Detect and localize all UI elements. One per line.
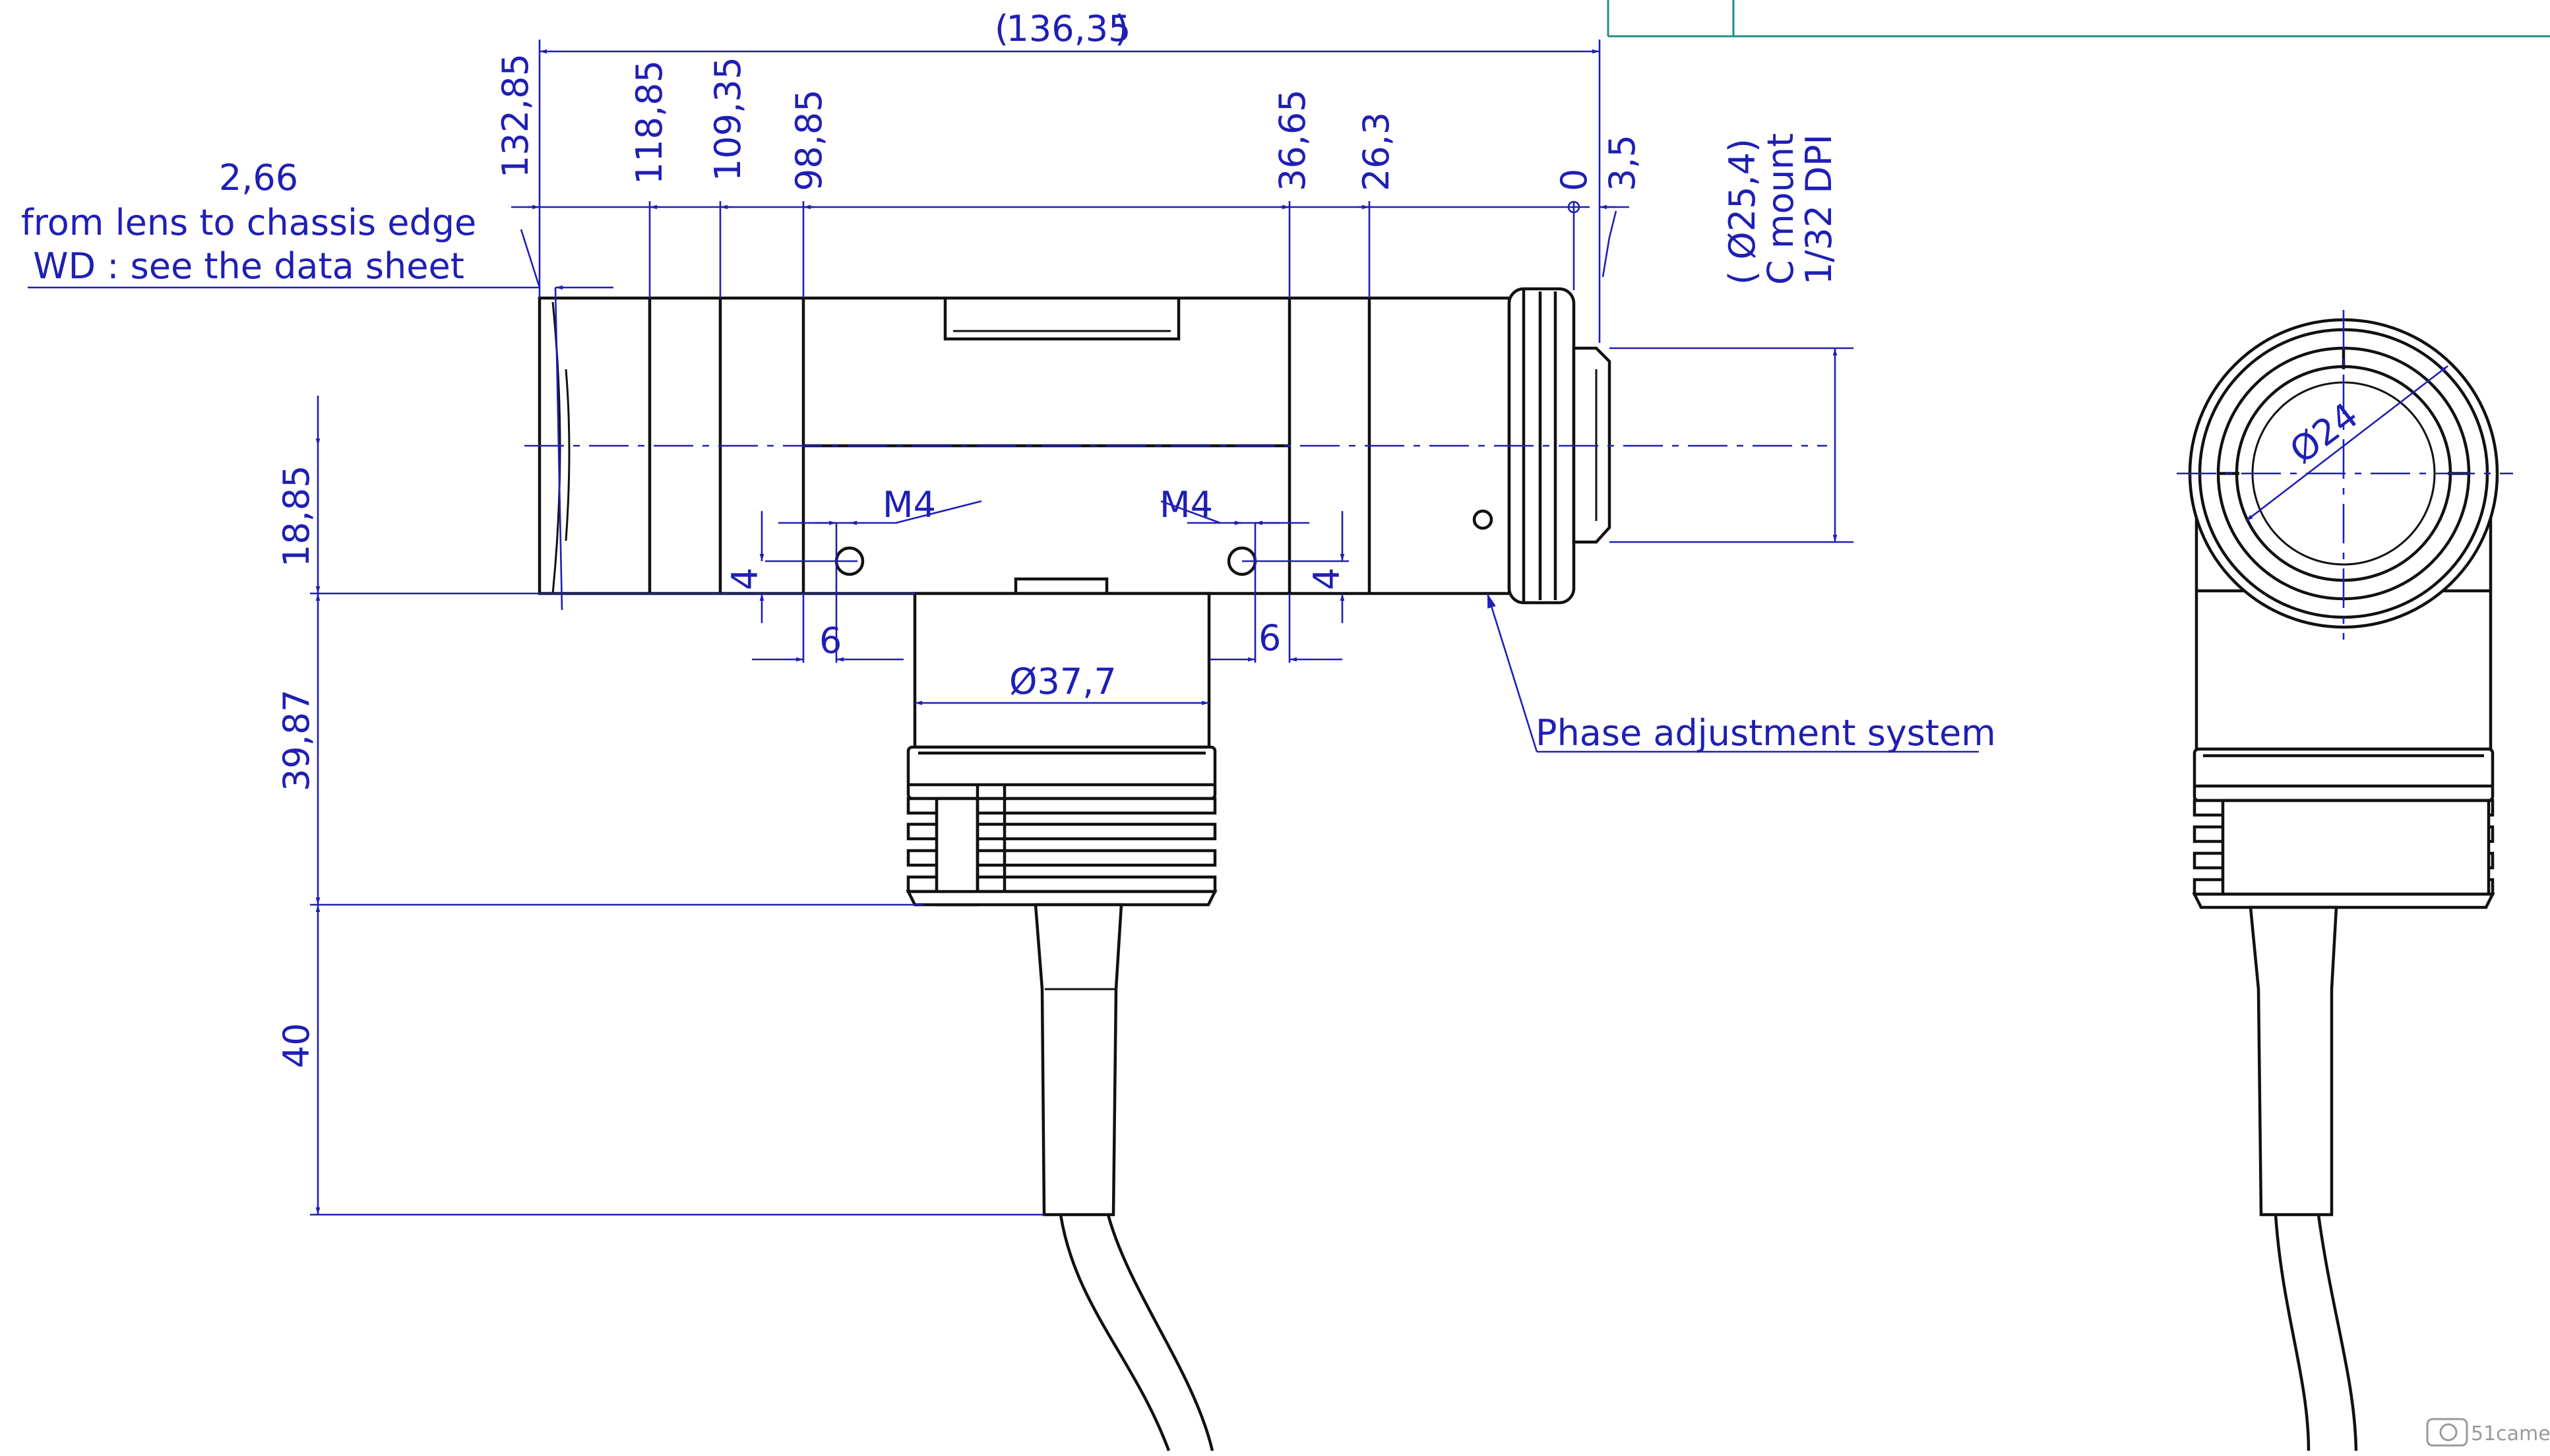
dim-26-3: 26,3 xyxy=(1355,112,1397,191)
note-mount-diameter: ( Ø25,4) xyxy=(1722,138,1763,285)
dim-thread-right: M4 xyxy=(1160,484,1213,526)
note-mount-type: C mount xyxy=(1760,133,1801,285)
dim-hole-offset-4-right: 4 xyxy=(1306,568,1348,590)
watermark-brand: 51camera xyxy=(2471,1422,2550,1445)
title-block-fragment xyxy=(1607,0,2550,38)
dimension-geometry xyxy=(28,40,2448,1216)
dim-98-85: 98,85 xyxy=(788,89,830,191)
dim-hole-offset-6-right: 6 xyxy=(1259,617,1281,659)
dimension-labels: 136,35 ( ) 132,85 118,85 109,35 98,85 36… xyxy=(276,8,2366,1068)
dim-thread-left: M4 xyxy=(883,484,936,526)
notes: 2,66 from lens to chassis edge WD : see … xyxy=(21,133,1996,754)
dim-height-40: 40 xyxy=(276,1023,317,1068)
dim-3-5: 3,5 xyxy=(1602,135,1643,191)
camera-side-view xyxy=(538,287,1611,1451)
dim-overall-length: 136,35 xyxy=(1007,8,1131,49)
dim-0: 0 xyxy=(1553,169,1595,191)
note-lens-offset-line1: from lens to chassis edge xyxy=(21,202,477,243)
dim-diameter-37-7: Ø37,7 xyxy=(1009,661,1117,702)
note-phase-adjustment: Phase adjustment system xyxy=(1536,712,1996,754)
dim-hole-offset-4-left: 4 xyxy=(724,568,766,590)
note-mount-dpi: 1/32 DPI xyxy=(1798,135,1840,286)
dim-36-65: 36,65 xyxy=(1272,89,1313,191)
camera-logo-icon xyxy=(2426,1418,2468,1447)
note-lens-offset: 2,66 xyxy=(219,157,298,198)
dim-height-18-85: 18,85 xyxy=(276,465,317,567)
dim-height-39-87: 39,87 xyxy=(276,689,317,791)
dim-109-35: 109,35 xyxy=(707,57,749,181)
dim-118-85: 118,85 xyxy=(629,60,670,185)
paren-open: ( xyxy=(995,8,1009,49)
phase-adjust-hole xyxy=(1472,509,1493,530)
note-lens-offset-line2: WD : see the data sheet xyxy=(33,245,464,287)
watermark: 51camera xyxy=(2426,1418,2550,1447)
dim-132-85: 132,85 xyxy=(495,53,536,178)
paren-close: ) xyxy=(1115,8,1129,49)
dim-hole-offset-6-left: 6 xyxy=(819,620,842,661)
